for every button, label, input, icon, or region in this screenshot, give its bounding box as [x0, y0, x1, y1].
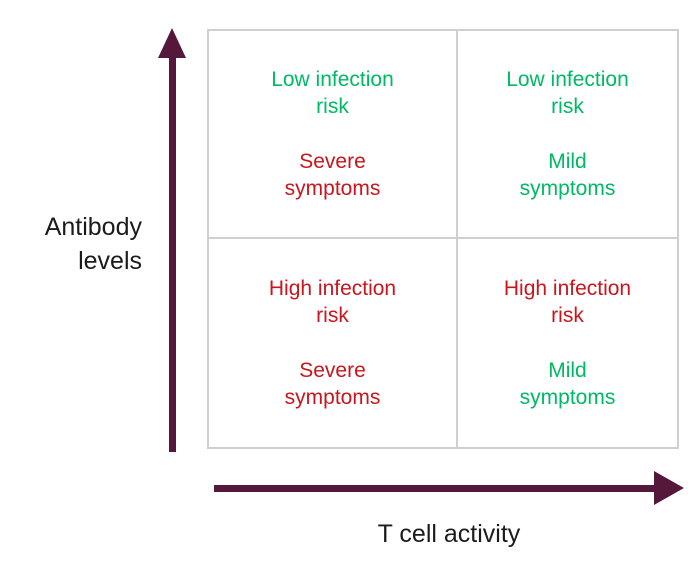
quadrant-top-right: Low infection risk Mild symptoms: [458, 31, 677, 239]
risk-line2: risk: [551, 95, 584, 118]
risk-line1: High infection: [268, 277, 397, 300]
y-axis-label-line2: levels: [78, 247, 142, 275]
symptoms-line1: Mild: [548, 359, 587, 382]
y-axis-label: Antibody levels: [4, 210, 142, 278]
infection-risk-text: Low infection risk: [271, 66, 394, 120]
up-arrowhead: [158, 28, 186, 58]
right-arrowhead: [654, 471, 684, 505]
symptoms-line2: symptoms: [519, 177, 616, 200]
symptoms-line2: symptoms: [284, 386, 381, 409]
quadrant-top-left: Low infection risk Severe symptoms: [209, 31, 458, 239]
symptoms-text: Severe symptoms: [285, 357, 381, 411]
symptoms-line1: Severe: [299, 150, 366, 173]
up-arrow-icon: [158, 28, 186, 452]
symptoms-line2: symptoms: [519, 386, 616, 409]
infection-risk-text: Low infection risk: [506, 66, 629, 120]
quadrant-grid: Low infection risk Severe symptoms Low i…: [207, 29, 679, 449]
risk-line2: risk: [316, 95, 349, 118]
quadrant-bottom-left: High infection risk Severe symptoms: [209, 239, 458, 447]
risk-line1: Low infection: [506, 68, 629, 91]
symptoms-line2: symptoms: [284, 177, 381, 200]
y-axis-label-line1: Antibody: [44, 213, 142, 241]
symptoms-line1: Mild: [548, 150, 587, 173]
infection-risk-text: High infection risk: [504, 275, 631, 329]
symptoms-line1: Severe: [299, 359, 366, 382]
symptoms-text: Mild symptoms: [520, 148, 616, 202]
risk-line1: Low infection: [271, 68, 394, 91]
risk-line2: risk: [316, 304, 349, 327]
risk-line1: High infection: [503, 277, 632, 300]
up-arrow-shaft: [168, 54, 176, 452]
right-arrow-shaft: [214, 484, 656, 492]
symptoms-text: Mild symptoms: [520, 357, 616, 411]
symptoms-text: Severe symptoms: [285, 148, 381, 202]
quadrant-bottom-right: High infection risk Mild symptoms: [458, 239, 677, 447]
x-axis-label: T cell activity: [377, 520, 521, 548]
infection-risk-text: High infection risk: [269, 275, 396, 329]
right-arrow-icon: [214, 471, 684, 505]
risk-line2: risk: [551, 304, 584, 327]
